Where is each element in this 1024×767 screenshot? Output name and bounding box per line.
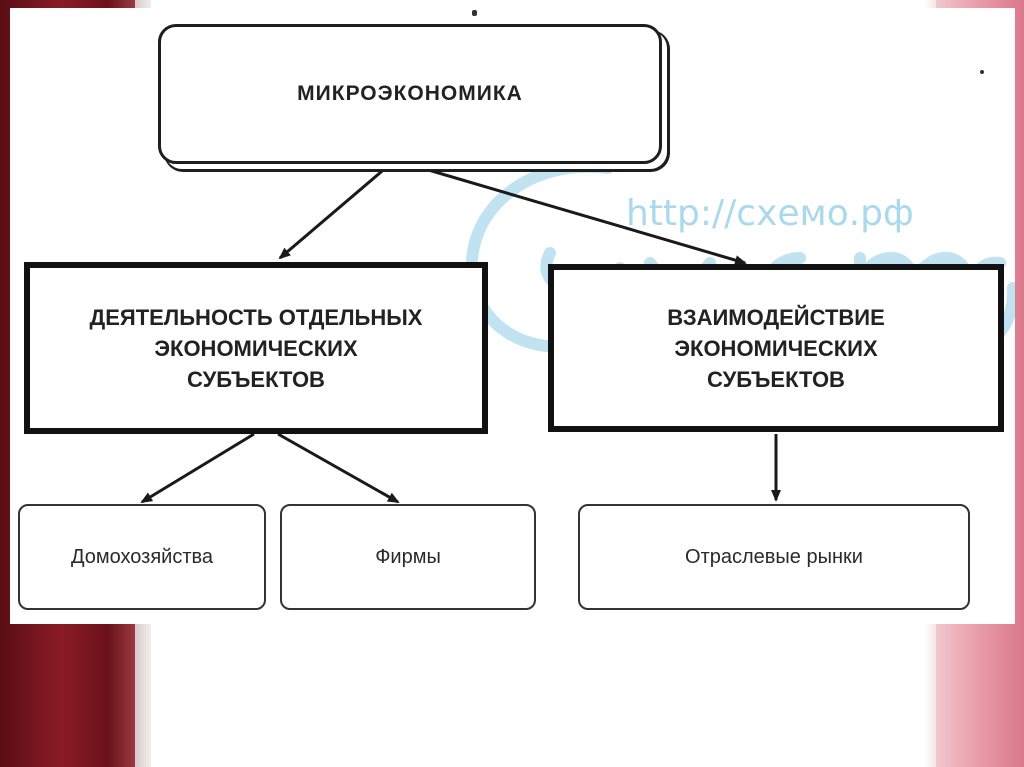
arrow-activity-to-firms bbox=[277, 432, 400, 504]
node-firms: Фирмы bbox=[280, 504, 536, 610]
node-label: Фирмы bbox=[375, 545, 441, 568]
node-households: Домохозяйства bbox=[18, 504, 266, 610]
connector-arrows bbox=[140, 162, 781, 504]
node-label: МИКРОЭКОНОМИКА bbox=[297, 82, 523, 105]
arrow-root-to-interaction bbox=[407, 162, 747, 265]
node-interaction: ВЗАИМОДЕЙСТВИЕ ЭКОНОМИЧЕСКИХ СУБЪЕКТОВ bbox=[548, 264, 1004, 432]
node-label: Домохозяйства bbox=[70, 545, 214, 568]
node-label: Отраслевые рынки bbox=[685, 545, 863, 568]
node-microeconomics: МИКРОЭКОНОМИКА bbox=[158, 24, 662, 164]
node-industry-markets: Отраслевые рынки bbox=[578, 504, 970, 610]
node-individual-activity: ДЕЯТЕЛЬНОСТЬ ОТДЕЛЬНЫХ ЭКОНОМИЧЕСКИХ СУБ… bbox=[24, 262, 488, 434]
node-label: ВЗАИМОДЕЙСТВИЕ ЭКОНОМИЧЕСКИХ СУБЪЕКТОВ bbox=[667, 304, 885, 392]
scan-speck bbox=[472, 10, 477, 16]
watermark-url: http://схемо.рф bbox=[626, 193, 914, 234]
node-label: ДЕЯТЕЛЬНОСТЬ ОТДЕЛЬНЫХ ЭКОНОМИЧЕСКИХ СУБ… bbox=[89, 304, 423, 392]
arrow-root-to-activity bbox=[278, 164, 389, 260]
scan-speck bbox=[980, 70, 984, 74]
diagram-image: http://схемо.рф МИКРОЭКОНОМИКА ДЕЯТЕЛЬНО… bbox=[10, 8, 1015, 624]
arrow-activity-to-households bbox=[140, 432, 255, 504]
